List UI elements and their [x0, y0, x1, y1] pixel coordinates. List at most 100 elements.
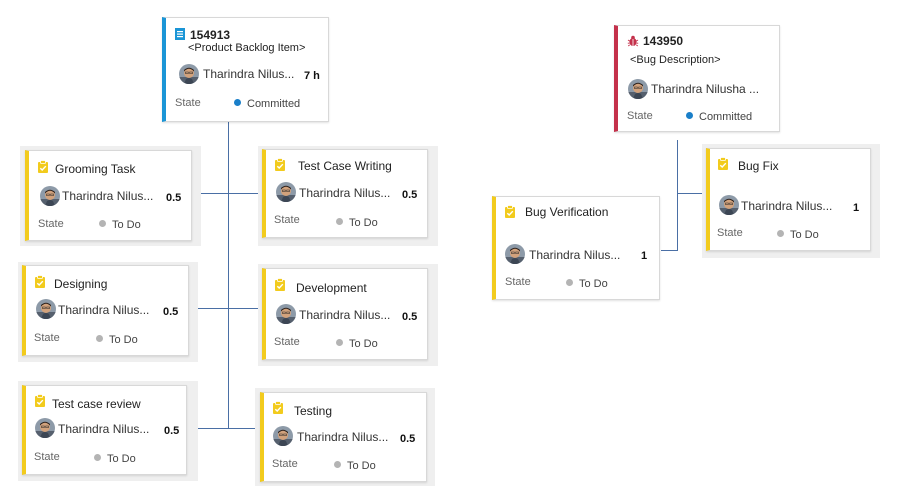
todo-dot: [94, 454, 101, 461]
state-label: State: [34, 332, 60, 344]
state-text: To Do: [112, 219, 141, 231]
todo-dot: [566, 279, 573, 286]
task-icon: [37, 160, 49, 174]
task-title[interactable]: Test case review: [52, 397, 141, 411]
assigned-to[interactable]: Tharindra Nilusha ...: [651, 82, 760, 96]
state-label: State: [34, 451, 60, 463]
state-value[interactable]: To Do: [336, 338, 378, 350]
state-text: To Do: [349, 217, 378, 229]
state-value[interactable]: To Do: [566, 278, 608, 290]
task-icon: [274, 278, 286, 292]
state-text: To Do: [107, 453, 136, 465]
pbi-title[interactable]: <Product Backlog Item>: [188, 42, 306, 54]
connector-line: [677, 193, 708, 194]
committed-dot: [686, 112, 693, 119]
task-card-bug-fix[interactable]: Bug Fix Tharindra Nilus... 1 State To Do: [706, 148, 871, 251]
state-value[interactable]: Committed: [686, 111, 752, 123]
state-text: To Do: [109, 334, 138, 346]
remaining-work: 1: [641, 250, 648, 262]
connector-line: [661, 250, 678, 251]
task-icon: [274, 158, 286, 172]
bug-card[interactable]: 143950 <Bug Description> Tharindra Nilus…: [614, 25, 780, 132]
state-value[interactable]: To Do: [94, 453, 136, 465]
task-title[interactable]: Bug Verification: [525, 205, 609, 219]
assigned-to[interactable]: Tharindra Nilus...: [203, 67, 295, 81]
connector-line: [189, 193, 264, 194]
state-text: To Do: [347, 460, 376, 472]
avatar[interactable]: [35, 418, 55, 438]
assigned-to[interactable]: Tharindra Nilus...: [299, 186, 391, 200]
task-card-bug-verification[interactable]: Bug Verification Tharindra Nilus... 1 St…: [492, 196, 660, 300]
state-value[interactable]: To Do: [334, 460, 376, 472]
task-card-designing[interactable]: Designing Tharindra Nilus... 0.5 State T…: [22, 265, 189, 356]
assigned-to[interactable]: Tharindra Nilus...: [741, 199, 833, 213]
state-text: Committed: [699, 111, 753, 123]
avatar[interactable]: [505, 244, 525, 264]
state-label: State: [717, 227, 743, 239]
state-label: State: [274, 336, 300, 348]
state-label: State: [274, 214, 300, 226]
state-label: State: [627, 110, 653, 122]
todo-dot: [99, 220, 106, 227]
task-icon: [717, 157, 729, 171]
avatar[interactable]: [719, 195, 739, 215]
assigned-to[interactable]: Tharindra Nilus...: [58, 422, 150, 436]
connector-line: [228, 121, 229, 429]
task-title[interactable]: Test Case Writing: [298, 159, 392, 173]
task-card-grooming[interactable]: Grooming Task Tharindra Nilus... 0.5 Sta…: [25, 150, 192, 241]
committed-dot: [234, 99, 241, 106]
remaining-work: 0.5: [166, 192, 182, 204]
avatar[interactable]: [273, 426, 293, 446]
task-icon: [34, 275, 46, 289]
task-icon: [504, 205, 516, 219]
task-card-testing[interactable]: Testing Tharindra Nilus... 0.5 State To …: [260, 392, 427, 482]
state-label: State: [38, 218, 64, 230]
task-card-test-case-writing[interactable]: Test Case Writing Tharindra Nilus... 0.5…: [262, 149, 428, 238]
assigned-to[interactable]: Tharindra Nilus...: [299, 308, 391, 322]
avatar[interactable]: [40, 186, 60, 206]
state-text: To Do: [579, 278, 608, 290]
bug-icon: [627, 35, 639, 47]
todo-dot: [336, 339, 343, 346]
connector-line: [187, 428, 261, 429]
remaining-work: 7 h: [304, 70, 320, 82]
task-icon: [272, 401, 284, 415]
avatar[interactable]: [179, 64, 199, 84]
bug-id[interactable]: 143950: [643, 34, 684, 48]
remaining-work: 0.5: [400, 433, 416, 445]
pbi-card[interactable]: 154913 <Product Backlog Item> Tharindra …: [162, 17, 329, 122]
task-title[interactable]: Bug Fix: [738, 159, 779, 173]
assigned-to[interactable]: Tharindra Nilus...: [58, 303, 150, 317]
todo-dot: [96, 335, 103, 342]
task-title[interactable]: Development: [296, 281, 367, 295]
bug-title[interactable]: <Bug Description>: [630, 54, 721, 66]
avatar[interactable]: [276, 304, 296, 324]
state-text: Committed: [247, 98, 301, 110]
state-value[interactable]: To Do: [99, 219, 141, 231]
state-label: State: [175, 97, 201, 109]
state-value[interactable]: To Do: [96, 334, 138, 346]
state-value[interactable]: Committed: [234, 98, 300, 110]
assigned-to[interactable]: Tharindra Nilus...: [529, 248, 621, 262]
task-title[interactable]: Designing: [54, 277, 108, 291]
assigned-to[interactable]: Tharindra Nilus...: [62, 189, 154, 203]
pbi-id[interactable]: 154913: [190, 28, 231, 42]
todo-dot: [777, 230, 784, 237]
task-title[interactable]: Grooming Task: [55, 162, 136, 176]
task-card-development[interactable]: Development Tharindra Nilus... 0.5 State…: [262, 268, 428, 360]
state-value[interactable]: To Do: [777, 229, 819, 241]
assigned-to[interactable]: Tharindra Nilus...: [297, 430, 389, 444]
task-card-test-case-review[interactable]: Test case review Tharindra Nilus... 0.5 …: [22, 385, 187, 475]
avatar[interactable]: [628, 79, 648, 99]
state-value[interactable]: To Do: [336, 217, 378, 229]
remaining-work: 0.5: [402, 311, 418, 323]
avatar[interactable]: [276, 182, 296, 202]
state-label: State: [272, 458, 298, 470]
connector-line: [677, 140, 678, 250]
backlog-item-icon: [174, 27, 186, 41]
remaining-work: 0.5: [164, 425, 180, 437]
todo-dot: [334, 461, 341, 468]
connector-line: [187, 308, 264, 309]
task-title[interactable]: Testing: [294, 404, 333, 418]
avatar[interactable]: [36, 299, 56, 319]
